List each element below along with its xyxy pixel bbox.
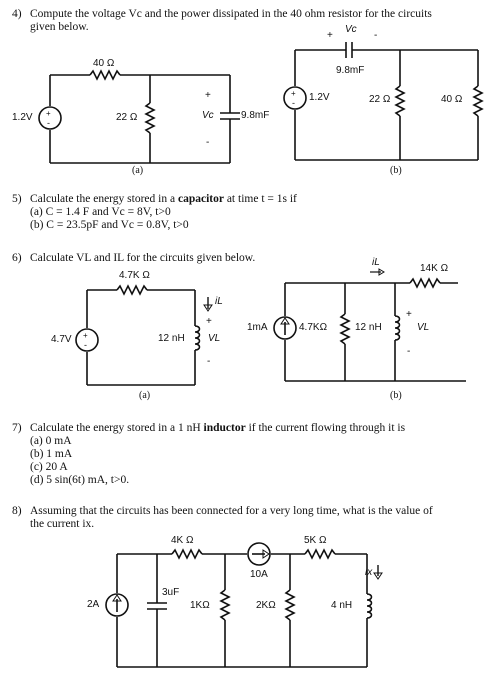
question-number: 8) [12,505,22,517]
label-minus: - [374,30,378,41]
question-text-line-2: the current ix. [30,518,95,530]
label-source-4a: 1.2V [12,112,33,123]
svg-text:-: - [47,118,50,128]
resistor-2k-symbol [284,589,296,621]
label-4k7-ohm: 4.7KΩ [299,322,328,333]
label-22-ohm: 22 Ω [116,112,138,123]
resistor-22-symbol [144,102,156,134]
resistor-14k-symbol [409,277,441,289]
label-plus: + [206,316,212,327]
label-minus: - [207,356,211,367]
resistor-1k-symbol [219,589,231,621]
caption-6b: (b) [390,390,402,401]
question-text-line-1: Assuming that the circuits has been conn… [30,505,433,517]
label-22-ohm: 22 Ω [369,94,391,105]
label-vc: Vc [202,110,214,121]
label-2k-ohm: 2KΩ [256,600,276,611]
caption-4b: (b) [390,165,402,176]
label-1k-ohm: 1KΩ [190,600,210,611]
voltage-source-4a [38,106,62,130]
resistor-40-symbol [472,85,484,117]
label-inductor-6a: 12 nH [158,333,185,344]
svg-text:-: - [84,340,87,350]
label-40-ohm: 40 Ω [93,58,115,69]
label-source-6a: 4.7V [51,334,72,345]
item-a: (a) C = 1.4 F and Vc = 8V, t>0 [30,206,171,218]
label-ix: ix [365,567,373,578]
question-number: 4) [12,8,22,20]
svg-text:+: + [46,109,51,118]
inductor-symbol [366,593,373,619]
question-text: Calculate the energy stored in a capacit… [30,193,297,232]
svg-text:-: - [292,98,295,108]
svg-text:+: + [291,89,296,98]
label-minus: - [407,346,411,357]
label-inductor-6b: 12 nH [355,322,382,333]
resistor-4k7-symbol [339,313,351,345]
resistor-5k-symbol [304,548,336,560]
item-d: (d) 5 sin(6t) mA, t>0. [30,474,130,486]
label-vc: Vc [345,24,357,35]
label-plus: + [205,90,211,101]
label-il: iL [215,296,223,307]
inductor-symbol [394,315,401,341]
voltage-source-6a [75,328,99,352]
question-number: 6) [12,252,22,264]
label-source-4b: 1.2V [309,92,330,103]
question-text: Calculate the energy stored in a 1 nH in… [30,422,405,487]
caption-4a: (a) [132,165,144,176]
resistor-40-symbol [89,69,121,81]
question-text-line-1: Calculate VL and IL for the circuits giv… [30,252,256,264]
label-plus: + [327,30,333,41]
item-c: (c) 20 A [30,461,68,473]
svg-text:+: + [83,331,88,340]
question-text: Assuming that the circuits has been conn… [30,505,433,531]
label-plus: + [406,309,412,320]
question-number: 7) [12,422,22,434]
label-il: iL [372,257,380,268]
label-4k-ohm: 4K Ω [171,535,194,546]
question-text: Calculate VL and IL for the circuits giv… [30,252,255,265]
bold-term: inductor [203,422,246,434]
item-b: (b) 1 mA [30,448,73,460]
bold-term: capacitor [177,193,224,205]
label-3uf: 3uF [162,587,180,598]
label-40-ohm: 40 Ω [441,94,463,105]
label-4k7-ohm: 4.7K Ω [119,270,150,281]
item-b: (b) C = 23.5pF and Vc = 0.8V, t>0 [30,219,189,231]
label-cap-4a: 9.8mF [241,110,270,121]
label-10a: 10A [250,569,268,580]
label-5k-ohm: 5K Ω [304,535,327,546]
label-vl: VL [208,333,221,344]
resistor-22-symbol [394,85,406,117]
voltage-source-4b [283,86,307,110]
resistor-4k-symbol [171,548,203,560]
label-vl: VL [417,322,430,333]
question-text-line-2: given below. [30,21,89,33]
inductor-symbol [194,325,201,351]
label-cap-4b: 9.8mF [336,65,365,76]
question-text-line-1: Calculate the energy stored in a 1 nH in… [30,422,406,434]
label-4nh: 4 nH [331,600,353,611]
caption-6a: (a) [139,390,151,401]
item-a: (a) 0 mA [30,435,72,447]
label-2a: 2A [87,599,100,610]
label-14k-ohm: 14K Ω [420,263,449,274]
resistor-4k7-symbol [116,284,148,296]
question-text: Compute the voltage Vc and the power dis… [30,8,432,34]
label-source-6b: 1mA [247,322,268,333]
question-text-line-1: Calculate the energy stored in a capacit… [30,193,297,205]
question-number: 5) [12,193,22,205]
label-minus: - [206,137,210,148]
question-text-line-1: Compute the voltage Vc and the power dis… [30,8,432,20]
